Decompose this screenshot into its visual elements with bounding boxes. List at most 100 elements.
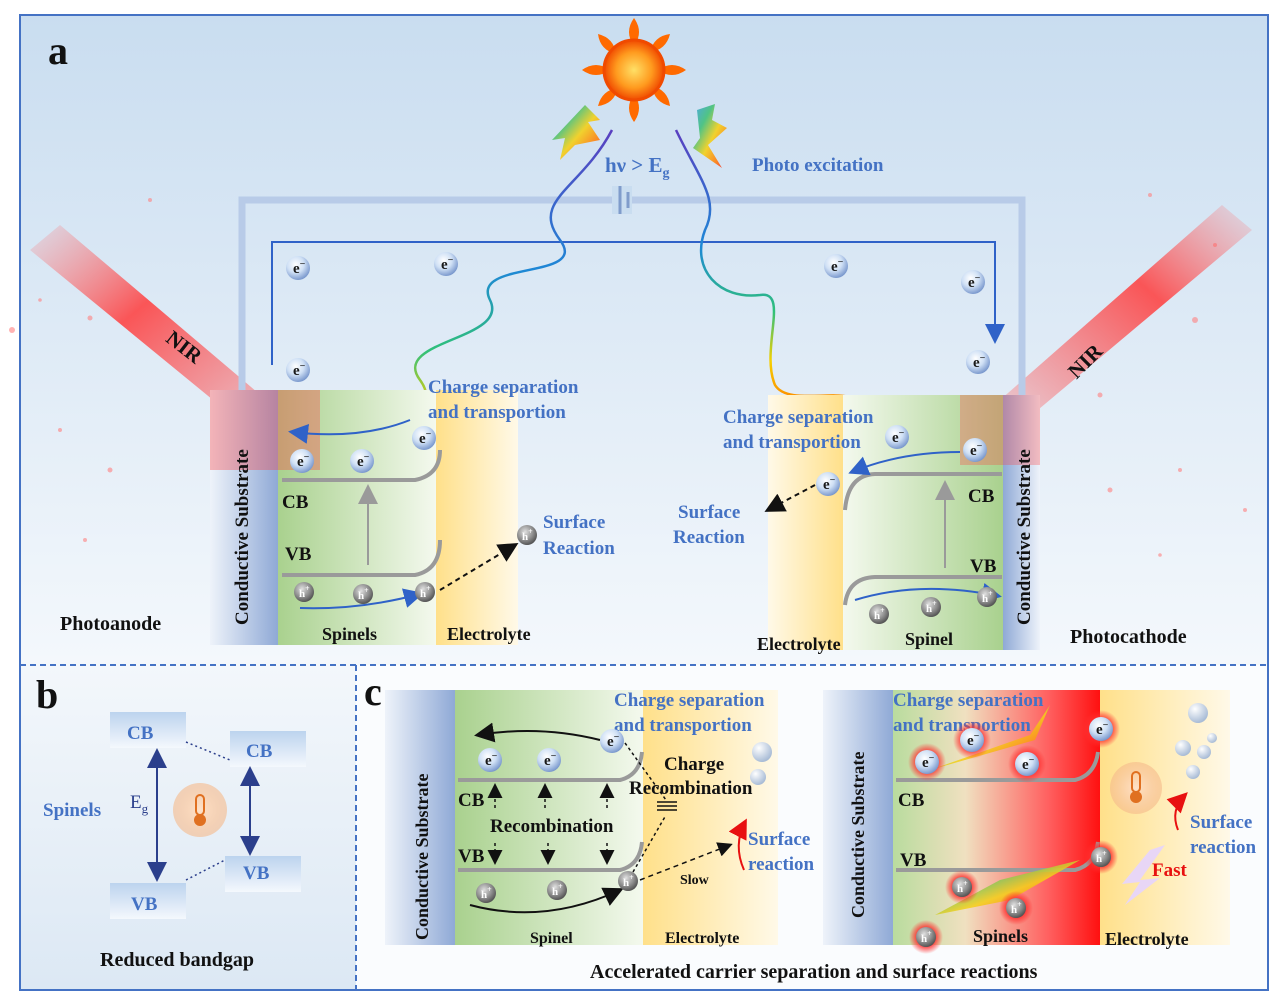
charge-sep-right-2: and transportion xyxy=(723,432,861,453)
spinels-label-a: Spinels xyxy=(322,624,377,644)
vb-left-label-b: VB xyxy=(131,894,158,915)
band-box-cb-right xyxy=(230,731,306,767)
electron-circuit xyxy=(271,241,1005,365)
bubble-icon xyxy=(752,742,772,762)
substrate-right-label: Conductive Substrate xyxy=(1014,449,1035,625)
hole-particle: h+ xyxy=(547,880,567,900)
substrate-right xyxy=(1003,395,1040,650)
substrate-left xyxy=(210,390,278,645)
charge-sep-c-2: and transportion xyxy=(614,715,752,736)
cb-label-left: CB xyxy=(282,492,309,513)
hole-particle: h+ xyxy=(517,525,537,545)
surface-c-left-1: Surface xyxy=(748,829,810,850)
band-box-cb-left xyxy=(110,712,186,748)
cb-left-label-b: CB xyxy=(127,723,154,744)
svg-text:h+: h+ xyxy=(921,929,932,945)
recombination-label: Recombination xyxy=(490,816,614,837)
svg-text:h+: h+ xyxy=(481,885,492,901)
eg-label-b: Eg xyxy=(130,792,149,816)
spinel-label-a: Spinel xyxy=(905,629,953,649)
substrate-c-left-label: Conductive Substrate xyxy=(412,773,432,940)
fast-label: Fast xyxy=(1152,860,1188,881)
surface-right-2: Reaction xyxy=(673,527,745,548)
electron-particle: e− xyxy=(350,449,374,473)
svg-text:h+: h+ xyxy=(1011,900,1022,916)
band-connector-bottom xyxy=(185,859,226,881)
surface-c-right-2: reaction xyxy=(1190,837,1257,858)
hole-particle: h+ xyxy=(415,582,435,602)
electron-particle: e− xyxy=(478,748,502,772)
svg-text:h+: h+ xyxy=(874,606,885,622)
hole-particle: h+ xyxy=(945,870,979,904)
vb-label-c-left: VB xyxy=(458,846,485,867)
electron-particle: e− xyxy=(286,358,310,382)
electron-particle: e− xyxy=(290,449,314,473)
svg-text:h+: h+ xyxy=(1096,849,1107,865)
electron-particle: e− xyxy=(953,721,991,759)
light-bolt-right-icon xyxy=(693,104,727,168)
electron-particle: e− xyxy=(963,438,987,462)
bubble-icon xyxy=(1186,765,1200,779)
battery-icon xyxy=(612,186,632,214)
hole-particle: h+ xyxy=(921,597,941,617)
bubble-icon xyxy=(1175,740,1191,756)
svg-text:h+: h+ xyxy=(926,599,937,615)
electron-particle: e− xyxy=(966,350,990,374)
electrolyte-layer-left xyxy=(436,390,518,645)
bubble-icon xyxy=(1207,733,1217,743)
substrate-c-left xyxy=(385,690,455,945)
device-c-right xyxy=(823,690,1230,945)
surface-c-right-1: Surface xyxy=(1190,812,1252,833)
vb-right-label-b: VB xyxy=(243,863,270,884)
band-box-vb-left xyxy=(110,883,186,919)
caption-c: Accelerated carrier separation and surfa… xyxy=(590,961,1038,983)
hole-particle: h+ xyxy=(353,584,373,604)
svg-text:h+: h+ xyxy=(552,882,563,898)
electrolyte-layer-right xyxy=(768,395,843,650)
slow-label: Slow xyxy=(680,873,710,888)
bubble-icon xyxy=(750,769,766,785)
thermometer-icon xyxy=(173,783,227,837)
caption-b: Reduced bandgap xyxy=(100,949,254,971)
svg-text:h+: h+ xyxy=(299,584,310,600)
cb-label-right: CB xyxy=(968,486,995,507)
hole-particle: h+ xyxy=(1084,840,1118,874)
svg-text:h+: h+ xyxy=(982,589,993,605)
svg-text:h+: h+ xyxy=(420,584,431,600)
electron-particle: e− xyxy=(824,254,848,278)
electron-particle: e− xyxy=(286,256,310,280)
hole-particle: h+ xyxy=(476,883,496,903)
hole-particle: h+ xyxy=(977,587,997,607)
electron-particle: e− xyxy=(908,743,946,781)
band-box-vb-right xyxy=(225,856,301,892)
electron-particle: e− xyxy=(816,472,840,496)
electron-particle: e− xyxy=(1008,745,1046,783)
svg-text:h+: h+ xyxy=(358,586,369,602)
electron-particle: e− xyxy=(961,270,985,294)
hole-particle: h+ xyxy=(618,871,638,891)
red-dots xyxy=(9,193,1247,557)
svg-text:h+: h+ xyxy=(957,879,968,895)
sun-icon xyxy=(582,18,686,122)
charge-carriers: e−e−e−e−e−e−e−e−e−e−e−e−e−e−e−e−e−e−e−h+… xyxy=(286,252,1120,954)
charge-sep-left-2: and transportion xyxy=(428,402,566,423)
electron-particle: e− xyxy=(537,748,561,772)
hole-particle: h+ xyxy=(869,604,889,624)
electrolyte-label-c-right: Electrolyte xyxy=(1105,929,1189,949)
hole-particle: h+ xyxy=(909,920,943,954)
spinels-label-b: Spinels xyxy=(43,800,101,821)
photoanode-device xyxy=(210,390,519,645)
panel-b-letter: b xyxy=(36,672,58,717)
spinels-label-c: Spinels xyxy=(973,926,1028,946)
vb-label-left: VB xyxy=(285,544,312,565)
vb-label-right: VB xyxy=(970,556,997,577)
electron-particle: e− xyxy=(434,252,458,276)
svg-text:h+: h+ xyxy=(522,527,533,543)
charge-recomb-2: Recombination xyxy=(629,778,753,799)
charge-sep-left-1: Charge separation xyxy=(428,377,579,398)
hole-particle: h+ xyxy=(294,582,314,602)
electron-particle: e− xyxy=(1082,710,1120,748)
cb-label-c-left: CB xyxy=(458,790,485,811)
